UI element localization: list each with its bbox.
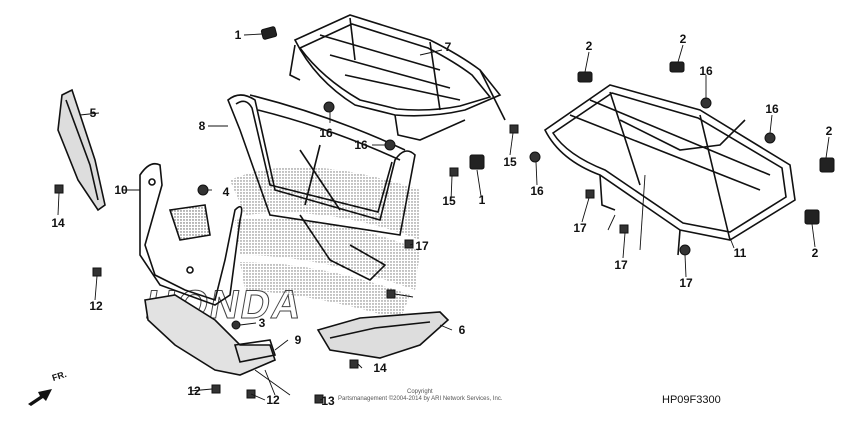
callout-16: 16 — [765, 102, 779, 116]
forward-arrow-icon — [28, 389, 52, 406]
callout-14: 14 — [373, 361, 387, 375]
fasteners — [54, 97, 776, 404]
part-skid-plate — [144, 294, 277, 376]
callout-4: 4 — [222, 185, 230, 199]
callout-15: 15 — [442, 194, 456, 208]
grommets — [260, 26, 835, 225]
callout-8: 8 — [198, 119, 206, 133]
callout-13: 13 — [321, 394, 335, 408]
callout-1: 1 — [478, 193, 486, 207]
callout-2: 2 — [825, 124, 833, 138]
part-left-bracket — [139, 162, 243, 306]
callout-16: 16 — [319, 126, 333, 140]
callout-6: 6 — [458, 323, 466, 337]
callout-12: 12 — [266, 393, 280, 407]
callout-16: 16 — [354, 138, 368, 152]
callout-16: 16 — [699, 64, 713, 78]
callout-10: 10 — [114, 183, 128, 197]
leader-lines — [57, 33, 830, 401]
diagram-code: HP09F3300 — [662, 394, 721, 406]
copyright-notice: Partsmanagement ©2004-2014 by ARI Networ… — [338, 396, 503, 402]
callout-12: 12 — [187, 384, 201, 398]
callout-12: 12 — [89, 299, 103, 313]
copyright-heading: Copyright — [407, 389, 433, 395]
callout-9: 9 — [294, 333, 302, 347]
part-left-side-guard — [57, 88, 106, 212]
callout-2: 2 — [585, 39, 593, 53]
callout-17: 17 — [573, 221, 587, 235]
callout-17: 17 — [614, 258, 628, 272]
callout-1: 1 — [234, 28, 242, 42]
callout-7: 7 — [444, 40, 452, 54]
callout-2: 2 — [811, 246, 819, 260]
callout-17: 17 — [415, 239, 429, 253]
callout-15: 15 — [503, 155, 517, 169]
part-right-side-guard — [316, 311, 450, 359]
callout-3: 3 — [258, 316, 266, 330]
part-front-carrier — [543, 84, 796, 256]
callout-16: 16 — [530, 184, 544, 198]
callout-5: 5 — [89, 106, 97, 120]
callout-14: 14 — [51, 216, 65, 230]
callout-16: 17 — [679, 276, 693, 290]
part-rear-carrier — [289, 14, 506, 141]
callout-2: 2 — [679, 32, 687, 46]
callout-11: 11 — [733, 246, 747, 260]
